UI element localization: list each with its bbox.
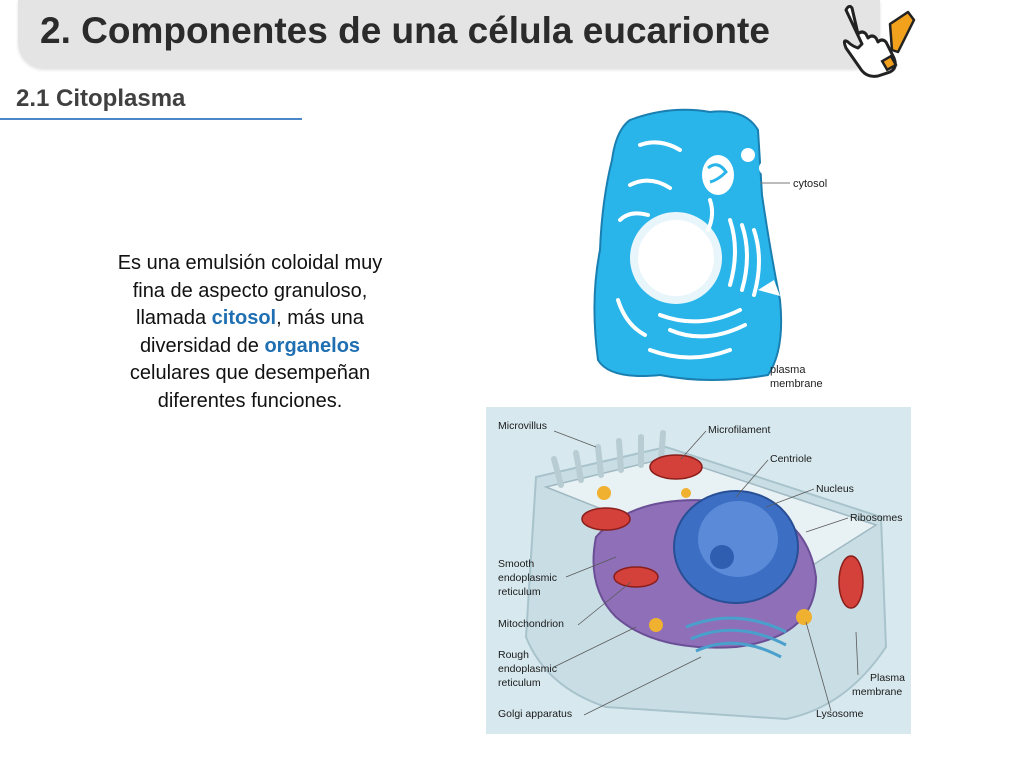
label-microfilament: Microfilament (708, 424, 771, 436)
label-centriole: Centriole (770, 453, 812, 465)
label-plasma-1: Plasma (870, 672, 905, 684)
label-rough-2: endoplasmic (498, 663, 557, 675)
body-paragraph: Es una emulsión coloidal muy fina de asp… (100, 250, 400, 415)
label-plasma-2: membrane (852, 686, 902, 698)
mitochondrion-shape (702, 155, 734, 195)
label-rough-3: reticulum (498, 677, 541, 689)
cell-diagram-cytoplasm: cytosol plasma membrane (593, 108, 827, 390)
body-text-part3: celulares que desempeñan diferentes func… (129, 362, 371, 412)
label-microvillus: Microvillus (498, 420, 547, 432)
label-ribosomes: Ribosomes (850, 512, 903, 524)
label-golgi: Golgi apparatus (498, 708, 572, 720)
keyword-citosol: citosol (211, 307, 277, 329)
label-smooth-3: reticulum (498, 586, 541, 598)
label-smooth-2: endoplasmic (498, 572, 557, 584)
body-text-part1: Es una emulsión coloidal muy fina de asp… (117, 252, 383, 329)
subtitle-underline (0, 118, 302, 120)
label-rough-1: Rough (498, 649, 529, 661)
label-plasma: plasma (770, 364, 806, 376)
label-membrane: membrane (770, 378, 823, 390)
section-subtitle: 2.1 Citoplasma (16, 85, 186, 112)
label-smooth-1: Smooth (498, 558, 534, 570)
label-lysosome: Lysosome (816, 708, 864, 720)
nucleus-shape (630, 212, 722, 304)
cell-diagram-3d: Microvillus Microfilament Centriole Nucl… (486, 407, 911, 734)
mitochondrion-3d (649, 454, 703, 480)
label-cytosol: cytosol (793, 178, 827, 190)
pointing-hand-exclamation-icon (842, 4, 916, 78)
label-mitochondrion: Mitochondrion (498, 618, 564, 630)
slide-title: 2. Componentes de una célula eucarionte (40, 10, 770, 51)
title-bar (18, 0, 880, 68)
keyword-organelos: organelos (264, 334, 361, 357)
label-nucleus: Nucleus (816, 483, 854, 495)
body-text-part2: , más una diversidad de (139, 307, 364, 357)
